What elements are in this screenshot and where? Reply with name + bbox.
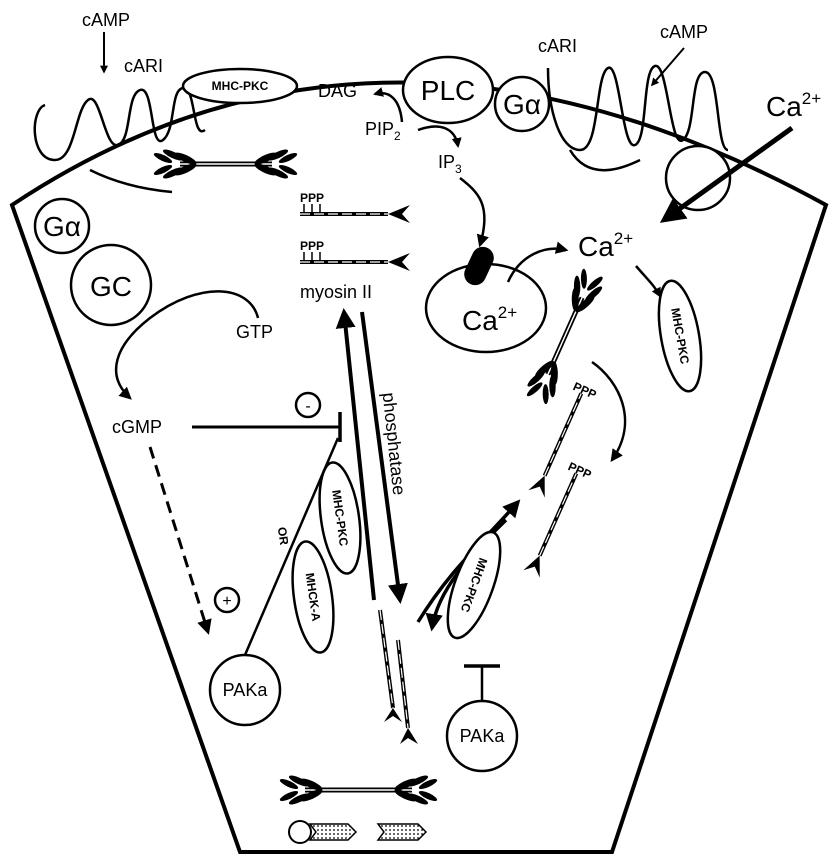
- cari-label-left: cARI: [124, 56, 163, 76]
- cari-label-right: cARI: [538, 36, 577, 56]
- ca-outside-label: Ca2+: [766, 89, 821, 122]
- myosin-monomer-phos-2: PPP: [300, 239, 410, 271]
- svg-text:PPP: PPP: [571, 379, 599, 402]
- svg-text:PPP: PPP: [300, 239, 324, 253]
- pip2-label: PIP2: [365, 119, 401, 143]
- plus-sign: +: [222, 593, 231, 610]
- myosin-monomer-dephos-1: [380, 610, 402, 722]
- galpha-membrane-label: Gα: [503, 89, 541, 120]
- myosin-filament-top: [153, 147, 299, 180]
- myosin-monomer-phos-1: PPP: [300, 191, 410, 223]
- gc-label: GC: [90, 271, 132, 302]
- paka-left-label: PAKa: [223, 680, 269, 700]
- svg-text:PPP: PPP: [566, 459, 594, 482]
- bottom-chevron-bars: [289, 821, 426, 843]
- pip2-to-dag-arrow: [375, 93, 402, 122]
- myosin-monomer-right-2: PPP: [522, 459, 593, 579]
- dag-label: DAG: [318, 81, 357, 101]
- cgmp-label: cGMP: [112, 417, 162, 437]
- pip2-to-ip3-arrow: [418, 127, 458, 146]
- ip3-label: IP3: [438, 152, 462, 176]
- gtp-label: GTP: [236, 322, 273, 342]
- ca-cyto-label: Ca2+: [578, 229, 633, 262]
- or-label: OR: [275, 526, 291, 546]
- myosin-filament-bottom: [279, 773, 439, 806]
- mhc-pkc-membrane-label: MHC-PKC: [212, 79, 269, 93]
- myosin-monomer-dephos-2: [398, 640, 418, 744]
- ca-to-mhcpkc-arrow: [636, 266, 660, 296]
- plc-label: PLC: [421, 75, 475, 106]
- camp-label-left: cAMP: [82, 10, 130, 30]
- myosin-label: myosin II: [300, 282, 372, 302]
- camp-label-right: cAMP: [660, 22, 708, 42]
- filament-disassembly-arrow: [592, 362, 625, 460]
- svg-text:PPP: PPP: [300, 191, 324, 205]
- galpha-gc-label: Gα: [43, 211, 81, 242]
- paka-right-label: PAKa: [460, 726, 506, 746]
- cgmp-to-paka-dashed-arrow: [150, 447, 208, 632]
- ip3-to-store-arrow: [460, 178, 484, 245]
- minus-sign: -: [305, 398, 310, 415]
